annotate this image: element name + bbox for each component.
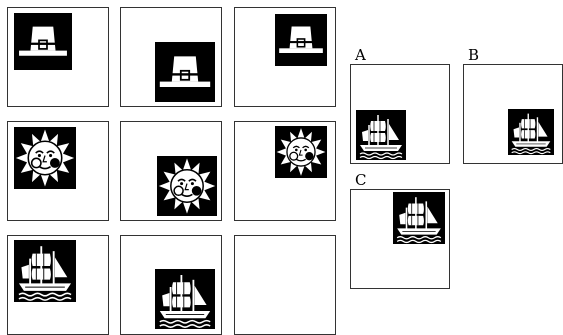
grid-cell-r2-c1 bbox=[7, 121, 109, 221]
sun-face-icon bbox=[157, 156, 217, 216]
option-b-label: B bbox=[468, 48, 479, 63]
pilgrim-hat-icon bbox=[14, 13, 72, 70]
pilgrim-hat-icon bbox=[155, 42, 215, 102]
sailing-ship-icon bbox=[155, 269, 215, 329]
sailing-ship-icon bbox=[393, 192, 445, 244]
grid-cell-r3-c3-missing bbox=[234, 235, 336, 335]
grid-cell-r3-c1 bbox=[7, 235, 109, 335]
sun-face-icon bbox=[275, 126, 327, 178]
grid-cell-r3-c2 bbox=[120, 235, 222, 335]
sun-face-icon bbox=[14, 127, 76, 189]
sailing-ship-icon bbox=[14, 240, 76, 302]
option-c-label: C bbox=[355, 173, 366, 188]
grid-cell-r1-c3 bbox=[234, 7, 336, 107]
grid-cell-r1-c2 bbox=[120, 7, 222, 107]
grid-cell-r2-c2 bbox=[120, 121, 222, 221]
option-c[interactable] bbox=[350, 189, 450, 289]
sailing-ship-icon bbox=[508, 109, 554, 155]
option-a-label: A bbox=[355, 48, 366, 63]
option-a[interactable] bbox=[350, 64, 450, 164]
sailing-ship-icon bbox=[356, 110, 406, 160]
pilgrim-hat-icon bbox=[275, 14, 327, 66]
grid-cell-r1-c1 bbox=[7, 7, 109, 107]
grid-cell-r2-c3 bbox=[234, 121, 336, 221]
option-b[interactable] bbox=[463, 64, 563, 164]
